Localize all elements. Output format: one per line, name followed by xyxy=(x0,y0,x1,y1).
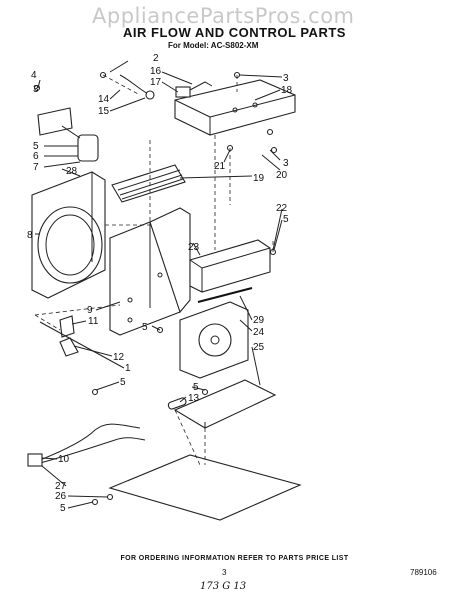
callout-20: 20 xyxy=(276,170,288,181)
callout-21: 21 xyxy=(214,161,226,172)
callout-24: 24 xyxy=(253,327,265,338)
fan-motor xyxy=(37,107,99,162)
callout-19: 19 xyxy=(253,173,265,184)
leader-lines xyxy=(35,60,283,509)
diagram-title: AIR FLOW AND CONTROL PARTS xyxy=(123,25,346,40)
handwritten-note: 173 G 13 xyxy=(200,581,247,592)
watermark-text: AppliancePartsPros.com xyxy=(92,4,355,28)
callout-5: 5 xyxy=(120,377,126,388)
callout-26: 26 xyxy=(55,491,67,502)
page-number: 3 xyxy=(222,568,227,577)
screws xyxy=(33,71,278,506)
assembly-lines xyxy=(34,74,274,466)
capacitor-and-thermostat xyxy=(119,74,213,100)
base-pan xyxy=(173,379,277,429)
callout-1: 1 xyxy=(125,363,131,374)
front-panel xyxy=(179,301,249,379)
callout-17: 17 xyxy=(150,77,162,88)
ordering-info-footer: FOR ORDERING INFORMATION REFER TO PARTS … xyxy=(120,555,349,562)
callout-5: 5 xyxy=(60,503,66,514)
callout-6: 6 xyxy=(33,151,39,162)
blower-scroll-housing xyxy=(31,171,106,299)
callout-13: 13 xyxy=(188,393,200,404)
fan-wheel xyxy=(111,164,186,203)
callout-2: 2 xyxy=(153,53,159,64)
callout-29: 29 xyxy=(253,315,265,326)
thermostat-bracket xyxy=(59,315,79,357)
callout-9: 9 xyxy=(87,305,93,316)
callout-3: 3 xyxy=(283,158,289,169)
callout-3: 3 xyxy=(283,73,289,84)
callout-25: 25 xyxy=(253,342,265,353)
control-panel-housing xyxy=(189,239,271,293)
callout-3: 3 xyxy=(33,84,39,95)
control-bracket xyxy=(174,79,296,136)
callout-11: 11 xyxy=(88,316,99,327)
callout-22: 22 xyxy=(276,203,288,214)
callout-14: 14 xyxy=(98,94,110,105)
callout-labels: 2 16 17 3 18 4 3 14 15 5 6 7 28 21 3 20 … xyxy=(27,53,293,514)
callout-5: 5 xyxy=(193,382,199,393)
model-label: For Model: AC-S802-XM xyxy=(168,41,259,50)
callout-12: 12 xyxy=(113,352,125,363)
callout-5: 5 xyxy=(283,214,289,225)
document-number: 789106 xyxy=(410,568,437,577)
bottom-base-plate xyxy=(108,454,302,521)
callout-27: 27 xyxy=(55,481,67,492)
callout-16: 16 xyxy=(150,66,162,77)
callout-18: 18 xyxy=(281,85,293,96)
callout-10: 10 xyxy=(58,454,70,465)
air-divider-panel xyxy=(109,207,191,336)
callout-5: 5 xyxy=(33,141,39,152)
wire-harness xyxy=(27,423,146,467)
callout-28: 28 xyxy=(66,166,78,177)
callout-8: 8 xyxy=(27,230,33,241)
callout-15: 15 xyxy=(98,106,110,117)
callout-5: 5 xyxy=(142,322,148,333)
gasket-strip xyxy=(197,287,253,303)
callout-23: 23 xyxy=(188,242,200,253)
callout-4: 4 xyxy=(31,70,37,81)
callout-7: 7 xyxy=(33,162,39,173)
